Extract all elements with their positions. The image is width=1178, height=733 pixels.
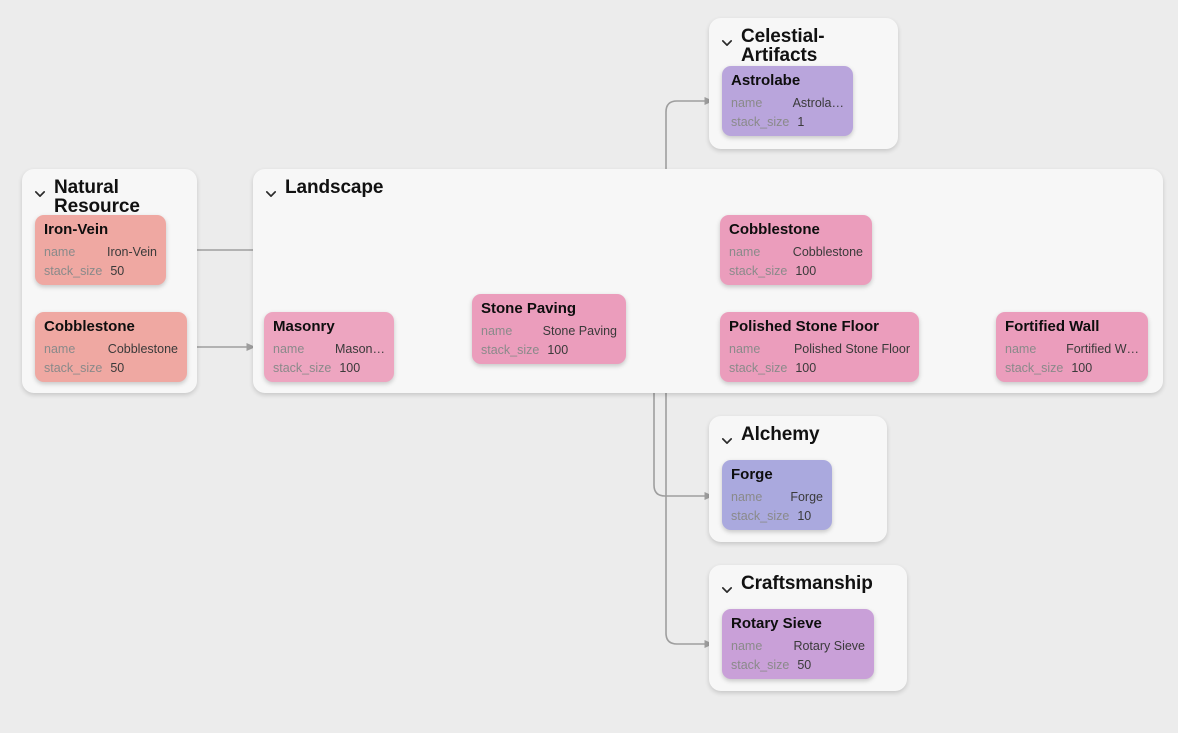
group-header-landscape[interactable]: Landscape [253,169,1163,201]
node-field-stack-size: stack_size 50 [731,656,865,676]
node-field-name-key: name [44,341,76,356]
node-field-stack-size-value: 100 [795,264,817,279]
node-astrolabe[interactable]: Astrolabe name Astrola…stack_size 1 [722,66,853,136]
node-field-name: name Rotary Sieve [731,637,865,657]
node-field-name-value: Stone Paving [542,323,617,338]
node-field-stack-size-key: stack_size [44,361,103,376]
chevron-down-icon[interactable] [720,434,734,448]
node-field-name-value: Mason… [334,341,385,356]
node-field-stack-size-value: 100 [1071,361,1093,376]
node-field-stack-size-key: stack_size [729,264,788,279]
node-field-name-value: Fortified W… [1066,341,1139,356]
node-field-name: name Polished Stone Floor [729,340,910,360]
node-field-stack-size-key: stack_size [729,361,788,376]
group-header-celestial-artifacts[interactable]: Celestial-Artifacts [709,18,898,66]
node-field-name: name Mason… [273,340,385,360]
node-field-name-key: name [731,489,763,504]
node-title: Cobblestone [44,318,135,335]
node-field-stack-size-value: 1 [797,115,805,130]
node-field-stack-size-key: stack_size [731,115,790,130]
node-title: Rotary Sieve [731,615,822,632]
node-field-name-value: Rotary Sieve [793,638,865,653]
node-field-name: name Cobblestone [44,340,178,360]
node-field-stack-size-value: 100 [547,343,569,358]
node-field-name-key: name [731,638,763,653]
group-title: Alchemy [741,424,820,445]
node-masonry[interactable]: Masonry name Mason…stack_size 100 [264,312,394,382]
node-field-stack-size: stack_size 100 [1005,359,1139,379]
node-field-name: name Iron-Vein [44,243,157,263]
node-title: Masonry [273,318,335,335]
node-field-name: name Fortified W… [1005,340,1139,360]
chevron-down-icon[interactable] [720,36,734,50]
node-title: Forge [731,466,773,483]
node-field-name-key: name [481,323,513,338]
node-field-stack-size-value: 50 [110,264,125,279]
group-title: Craftsmanship [741,573,873,594]
node-field-stack-size-key: stack_size [731,658,790,673]
node-field-stack-size-key: stack_size [273,361,332,376]
edge-stone-paving-to-rotary-sieve [626,362,714,648]
node-field-stack-size-value: 50 [110,361,125,376]
node-cobblestone-natural[interactable]: Cobblestone name Cobblestone stack_size 50 [35,312,187,382]
node-field-stack-size: stack_size 100 [729,262,863,282]
group-title: Landscape [285,177,384,198]
node-field-name-value: Astrola… [792,95,844,110]
node-field-stack-size-key: stack_size [731,509,790,524]
group-header-alchemy[interactable]: Alchemy [709,416,887,448]
node-cobblestone-landscape[interactable]: Cobblestone name Cobblestone stack_size 100 [720,215,872,285]
node-field-stack-size: stack_size 1 [731,113,844,133]
node-field-name-value: Forge [790,489,823,504]
node-field-name-key: name [729,244,761,259]
node-field-stack-size-value: 100 [339,361,361,376]
node-field-stack-size-key: stack_size [44,264,103,279]
node-field-stack-size: stack_size 50 [44,262,157,282]
group-title: Natural Resource [54,177,140,218]
node-title: Astrolabe [731,72,801,89]
node-field-stack-size: stack_size 100 [729,359,910,379]
node-field-stack-size: stack_size 10 [731,507,823,527]
group-title: Celestial-Artifacts [741,26,825,67]
node-field-name-key: name [731,95,763,110]
node-field-name: name Astrola… [731,94,844,114]
node-field-stack-size-value: 50 [797,658,812,673]
node-field-name-value: Polished Stone Floor [793,341,910,356]
node-field-name: name Cobblestone [729,243,863,263]
node-field-name-value: Cobblestone [107,341,178,356]
node-field-stack-size-value: 10 [797,509,812,524]
node-field-name-value: Cobblestone [792,244,863,259]
node-title: Cobblestone [729,221,820,238]
node-field-stack-size-value: 100 [795,361,817,376]
node-title: Fortified Wall [1005,318,1100,335]
node-field-name-key: name [273,341,305,356]
group-header-natural-resource[interactable]: Natural Resource [22,169,197,217]
node-field-name: name Stone Paving [481,322,617,342]
group-header-craftsmanship[interactable]: Craftsmanship [709,565,907,597]
node-field-name-key: name [729,341,761,356]
chevron-down-icon[interactable] [264,187,278,201]
node-title: Iron-Vein [44,221,109,238]
node-field-name: name Forge [731,488,823,508]
node-title: Polished Stone Floor [729,318,880,335]
node-field-stack-size: stack_size 100 [481,341,617,361]
node-title: Stone Paving [481,300,577,317]
node-polished-stone-floor[interactable]: Polished Stone Floor name Polished Stone F… [720,312,919,382]
node-field-stack-size-key: stack_size [481,343,540,358]
node-field-stack-size: stack_size 100 [273,359,385,379]
node-field-stack-size-key: stack_size [1005,361,1064,376]
node-field-name-value: Iron-Vein [106,244,157,259]
chevron-down-icon[interactable] [33,187,47,201]
chevron-down-icon[interactable] [720,583,734,597]
node-field-name-key: name [1005,341,1037,356]
node-field-name-key: name [44,244,76,259]
node-field-stack-size: stack_size 50 [44,359,178,379]
